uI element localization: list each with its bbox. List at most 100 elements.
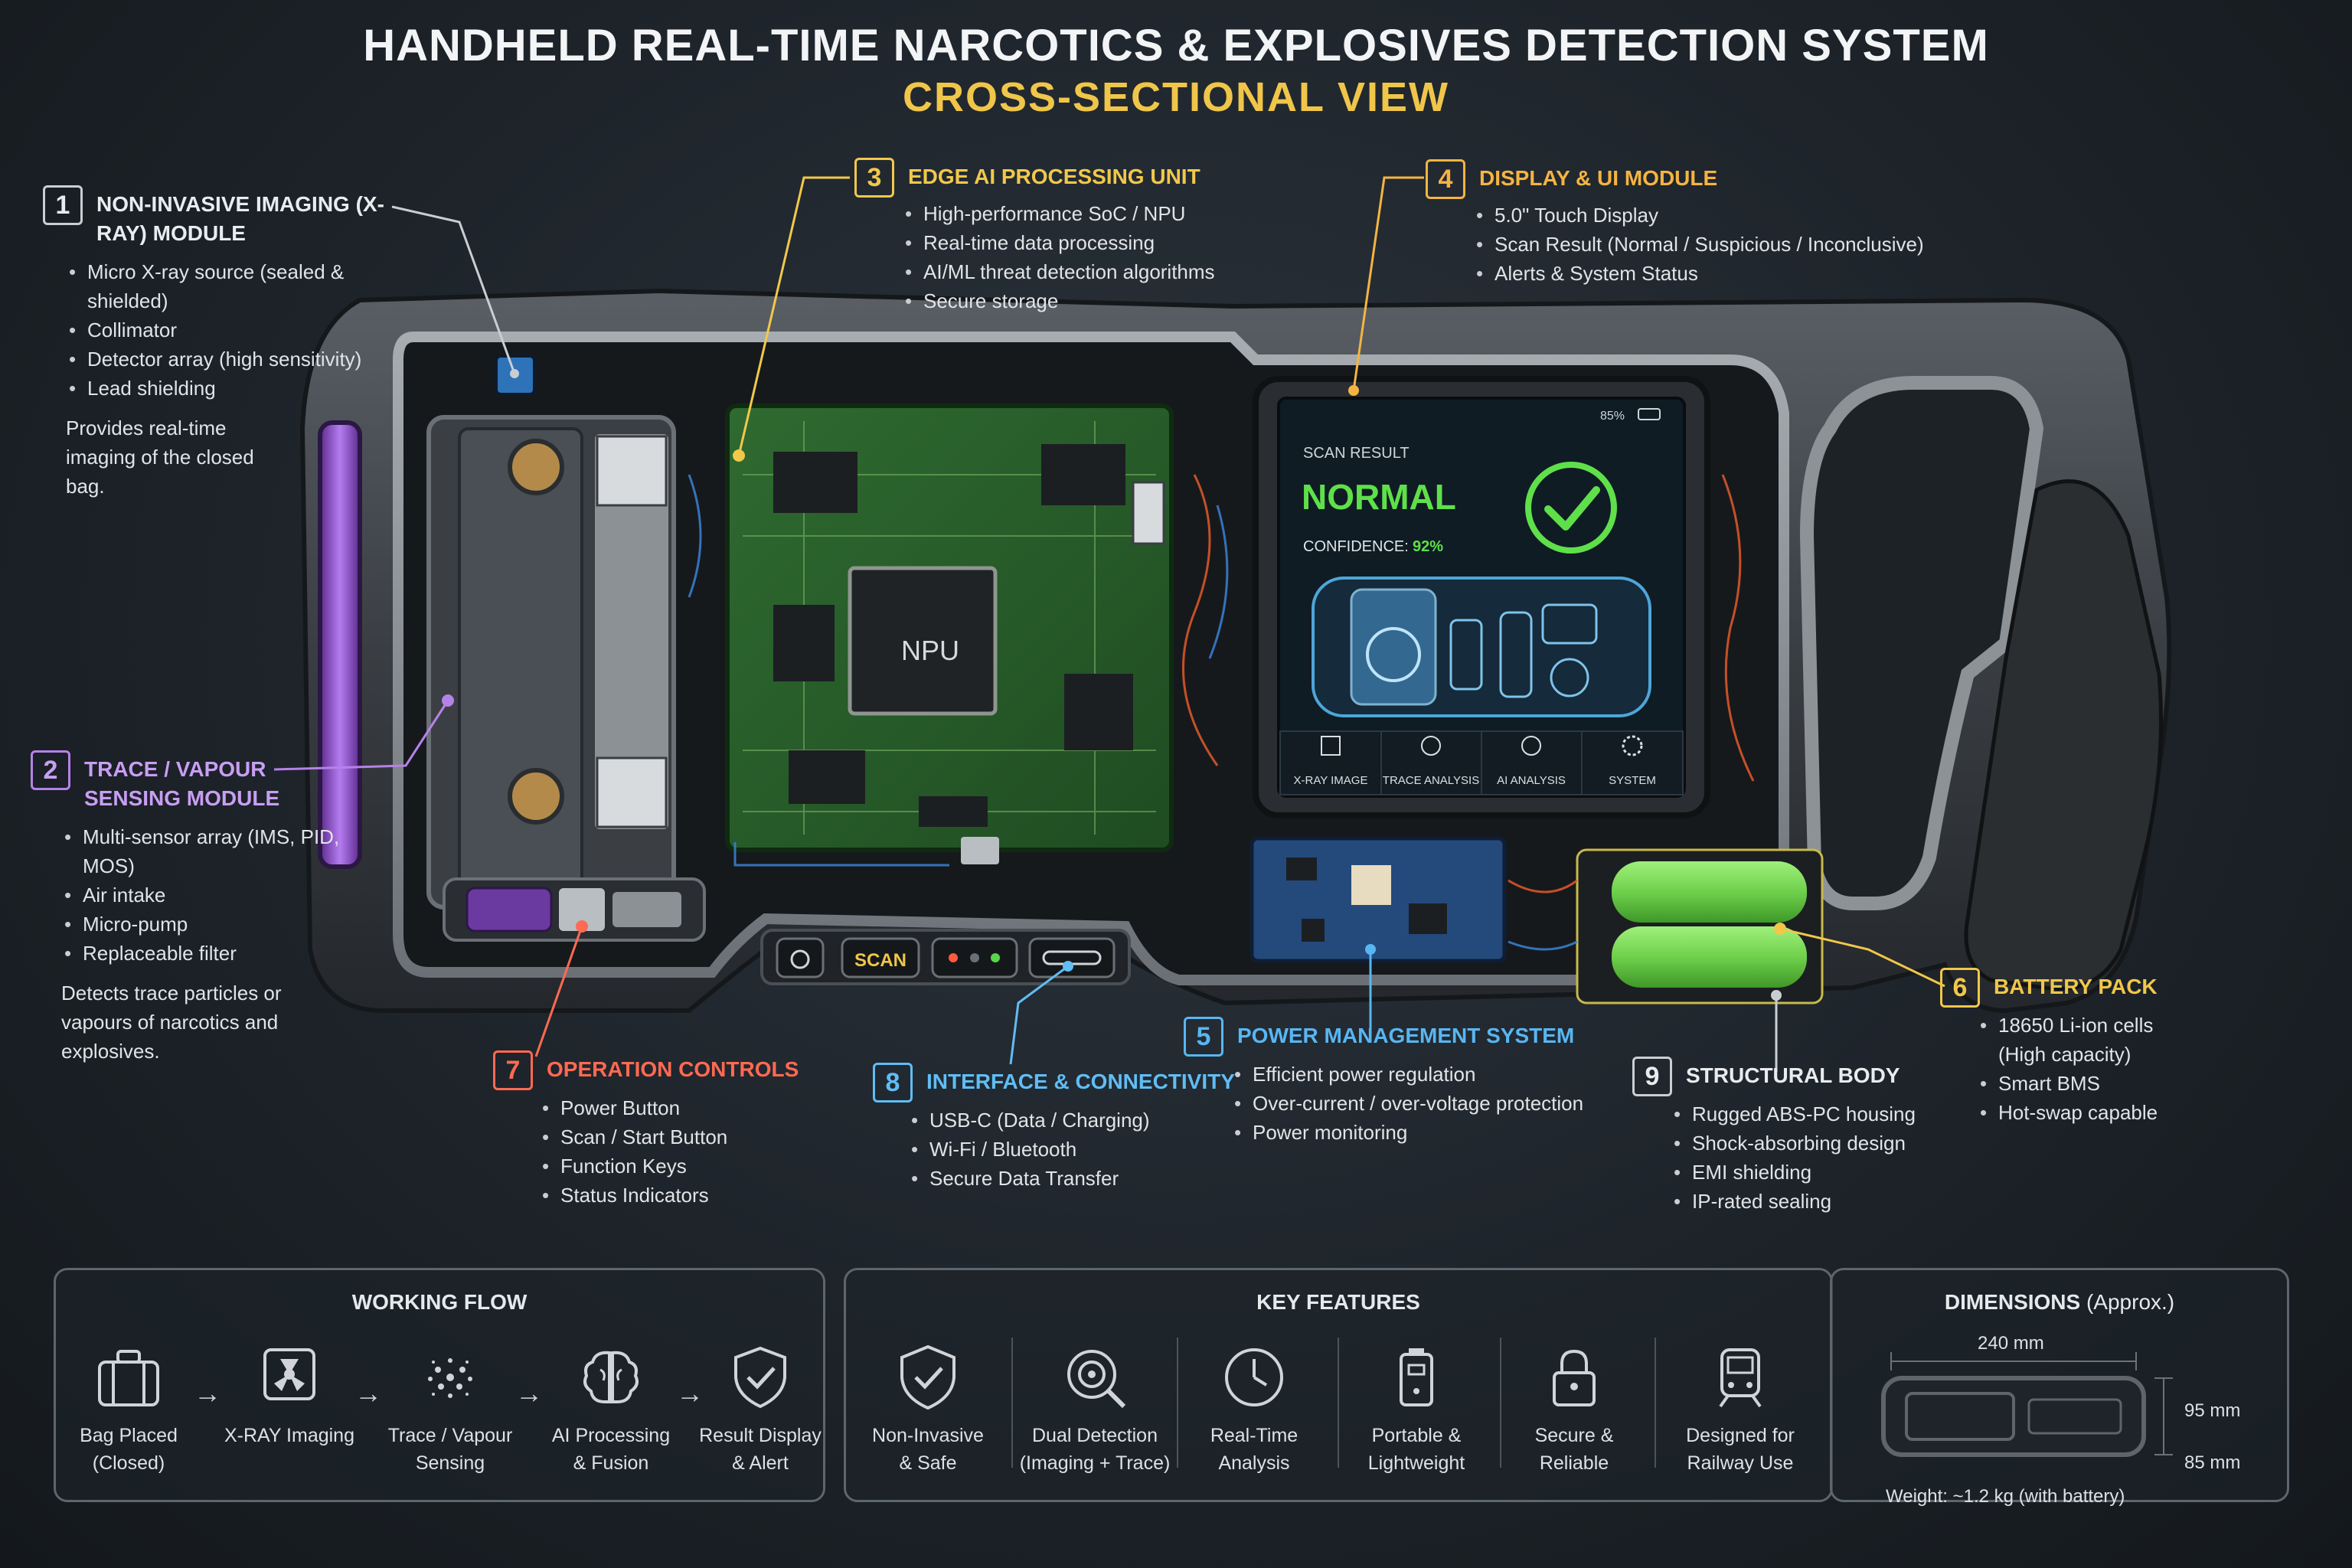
callout-edge-ai: 3 EDGE AI PROCESSING UNIT High-performan… bbox=[854, 158, 1329, 315]
train-icon bbox=[1719, 1348, 1762, 1408]
xray-fan-icon bbox=[263, 1348, 315, 1400]
panel-title: KEY FEATURES bbox=[1256, 1290, 1420, 1314]
flow-step-sublabel: & Fusion bbox=[573, 1452, 649, 1474]
callout-number: 9 bbox=[1632, 1057, 1672, 1096]
callout-display: 4 DISPLAY & UI MODULE 5.0" Touch Display… bbox=[1426, 159, 1962, 288]
feature-railway: Designed for Railway Use bbox=[1656, 1333, 1824, 1477]
dimension-length: 240 mm bbox=[1978, 1333, 2044, 1354]
callout-item: Air intake bbox=[64, 880, 368, 910]
flow-step-sublabel: (Closed) bbox=[92, 1452, 165, 1474]
callout-number: 7 bbox=[493, 1050, 533, 1090]
callout-item: Collimator bbox=[69, 315, 403, 345]
clock-icon bbox=[1225, 1348, 1283, 1406]
panel-title: WORKING FLOW bbox=[351, 1290, 528, 1314]
callout-interface: 8 INTERFACE & CONNECTIVITY USB-C (Data /… bbox=[873, 1063, 1256, 1193]
callout-item: Smart BMS bbox=[1980, 1069, 2194, 1098]
callout-item: Power monitoring bbox=[1234, 1118, 1612, 1147]
panel-title-suffix: (Approx.) bbox=[2086, 1290, 2175, 1314]
dimension-depth: 85 mm bbox=[2184, 1452, 2241, 1473]
callout-description: Provides real-time imaging of the closed… bbox=[66, 416, 254, 498]
feature-label: Real-Time bbox=[1210, 1425, 1298, 1446]
callout-item: Alerts & System Status bbox=[1476, 259, 1962, 288]
feature-secure: Secure & Reliable bbox=[1501, 1333, 1647, 1477]
page-subtitle: CROSS-SECTIONAL VIEW bbox=[902, 74, 1450, 120]
scan-button-label[interactable]: SCAN bbox=[854, 950, 906, 971]
callout-item: Detector array (high sensitivity) bbox=[69, 345, 403, 374]
feature-label: Dual Detection bbox=[1032, 1425, 1158, 1446]
arrow-right-icon: → bbox=[194, 1377, 221, 1409]
callout-title: TRACE / VAPOUR SENSING MODULE bbox=[84, 757, 280, 810]
tab-ai-analysis[interactable]: AI ANALYSIS bbox=[1497, 774, 1566, 787]
callout-title: NON-INVASIVE IMAGING (X-RAY) MODULE bbox=[96, 192, 384, 245]
working-flow-panel: WORKING FLOW Bag Placed (Closed) → X-RAY… bbox=[54, 1268, 825, 1502]
dimensions-title-row: DIMENSIONS (Approx.) bbox=[1832, 1290, 2287, 1315]
callout-title: BATTERY PACK bbox=[1994, 975, 2158, 998]
callout-item: Scan Result (Normal / Suspicious / Incon… bbox=[1476, 230, 1962, 259]
portable-device-icon bbox=[1400, 1348, 1433, 1406]
feature-sublabel: Railway Use bbox=[1687, 1452, 1794, 1474]
tab-trace-analysis[interactable]: TRACE ANALYSIS bbox=[1383, 774, 1479, 787]
callout-title: EDGE AI PROCESSING UNIT bbox=[908, 165, 1200, 188]
callout-item: Real-time data processing bbox=[905, 228, 1329, 257]
confidence-value: 92% bbox=[1413, 538, 1443, 555]
lock-icon bbox=[1553, 1349, 1596, 1406]
divider bbox=[1500, 1338, 1501, 1468]
detector-array bbox=[592, 431, 671, 832]
flow-step-trace-sensing: Trace / Vapour Sensing bbox=[377, 1333, 523, 1477]
divider bbox=[1011, 1338, 1013, 1468]
power-button bbox=[776, 937, 825, 978]
suitcase-icon bbox=[98, 1350, 159, 1406]
callout-number: 4 bbox=[1426, 159, 1465, 199]
callout-item: Hot-swap capable bbox=[1980, 1098, 2194, 1127]
scan-result-value: NORMAL bbox=[1302, 477, 1456, 517]
scan-result-label: SCAN RESULT bbox=[1303, 445, 1410, 462]
callout-title: INTERFACE & CONNECTIVITY bbox=[926, 1070, 1235, 1093]
callout-item: Rugged ABS-PC housing bbox=[1674, 1099, 1954, 1129]
callout-number: 5 bbox=[1184, 1017, 1223, 1057]
panel-title: DIMENSIONS bbox=[1944, 1290, 2081, 1314]
usb-c-port bbox=[1028, 937, 1116, 978]
callout-item: AI/ML threat detection algorithms bbox=[905, 257, 1329, 286]
callout-item: Micro X-ray source (sealed & shielded) bbox=[69, 257, 403, 315]
battery-cell-top bbox=[1612, 861, 1807, 923]
callout-item: Lead shielding bbox=[69, 374, 403, 403]
power-icon bbox=[790, 949, 810, 969]
callout-item: Shock-absorbing design bbox=[1674, 1129, 1954, 1158]
flow-step-bag-placed: Bag Placed (Closed) bbox=[56, 1333, 201, 1477]
callout-item: Efficient power regulation bbox=[1234, 1060, 1612, 1089]
flow-step-result-display: Result Display & Alert bbox=[699, 1333, 822, 1477]
confidence-label: CONFIDENCE: bbox=[1303, 538, 1409, 555]
shield-check-icon bbox=[900, 1344, 956, 1410]
callout-item: Power Button bbox=[542, 1093, 815, 1122]
callout-trace-module: 2 TRACE / VAPOUR SENSING MODULE Multi-se… bbox=[31, 750, 368, 1066]
feature-label: Designed for bbox=[1686, 1425, 1795, 1446]
key-features-panel: KEY FEATURES Non-Invasive & Safe Dual De… bbox=[844, 1268, 1833, 1502]
feature-sublabel: (Imaging + Trace) bbox=[1019, 1452, 1171, 1474]
arrow-right-icon: → bbox=[354, 1377, 382, 1409]
flow-step-xray-imaging: X-RAY Imaging bbox=[217, 1333, 362, 1449]
callout-number: 6 bbox=[1940, 968, 1980, 1008]
feature-label: Secure & bbox=[1534, 1425, 1614, 1446]
callout-item: 18650 Li-ion cells (High capacity) bbox=[1980, 1011, 2194, 1069]
flow-step-ai-processing: AI Processing & Fusion bbox=[538, 1333, 684, 1477]
feature-real-time: Real-Time Analysis bbox=[1181, 1333, 1327, 1477]
flow-step-label: AI Processing bbox=[551, 1425, 671, 1446]
callout-title: DISPLAY & UI MODULE bbox=[1479, 166, 1718, 190]
feature-label: Portable & bbox=[1371, 1425, 1462, 1446]
callout-item: EMI shielding bbox=[1674, 1158, 1954, 1187]
handle-opening bbox=[1799, 376, 2044, 910]
tab-system[interactable]: SYSTEM bbox=[1609, 774, 1656, 787]
divider bbox=[1655, 1338, 1656, 1468]
feature-label: Non-Invasive bbox=[872, 1425, 984, 1446]
callout-item: Secure Data Transfer bbox=[911, 1164, 1256, 1193]
flow-step-label: Trace / Vapour bbox=[387, 1425, 513, 1446]
callout-number: 8 bbox=[873, 1063, 913, 1102]
callout-item: Micro-pump bbox=[64, 910, 368, 939]
feature-sublabel: Reliable bbox=[1539, 1452, 1609, 1474]
callout-title: OPERATION CONTROLS bbox=[547, 1057, 799, 1081]
tab-xray-image[interactable]: X-RAY IMAGE bbox=[1294, 774, 1368, 787]
flow-step-label: Result Display bbox=[699, 1425, 822, 1446]
callout-item: Status Indicators bbox=[542, 1181, 815, 1210]
callout-power-management: 5 POWER MANAGEMENT SYSTEM Efficient powe… bbox=[1184, 1017, 1612, 1147]
